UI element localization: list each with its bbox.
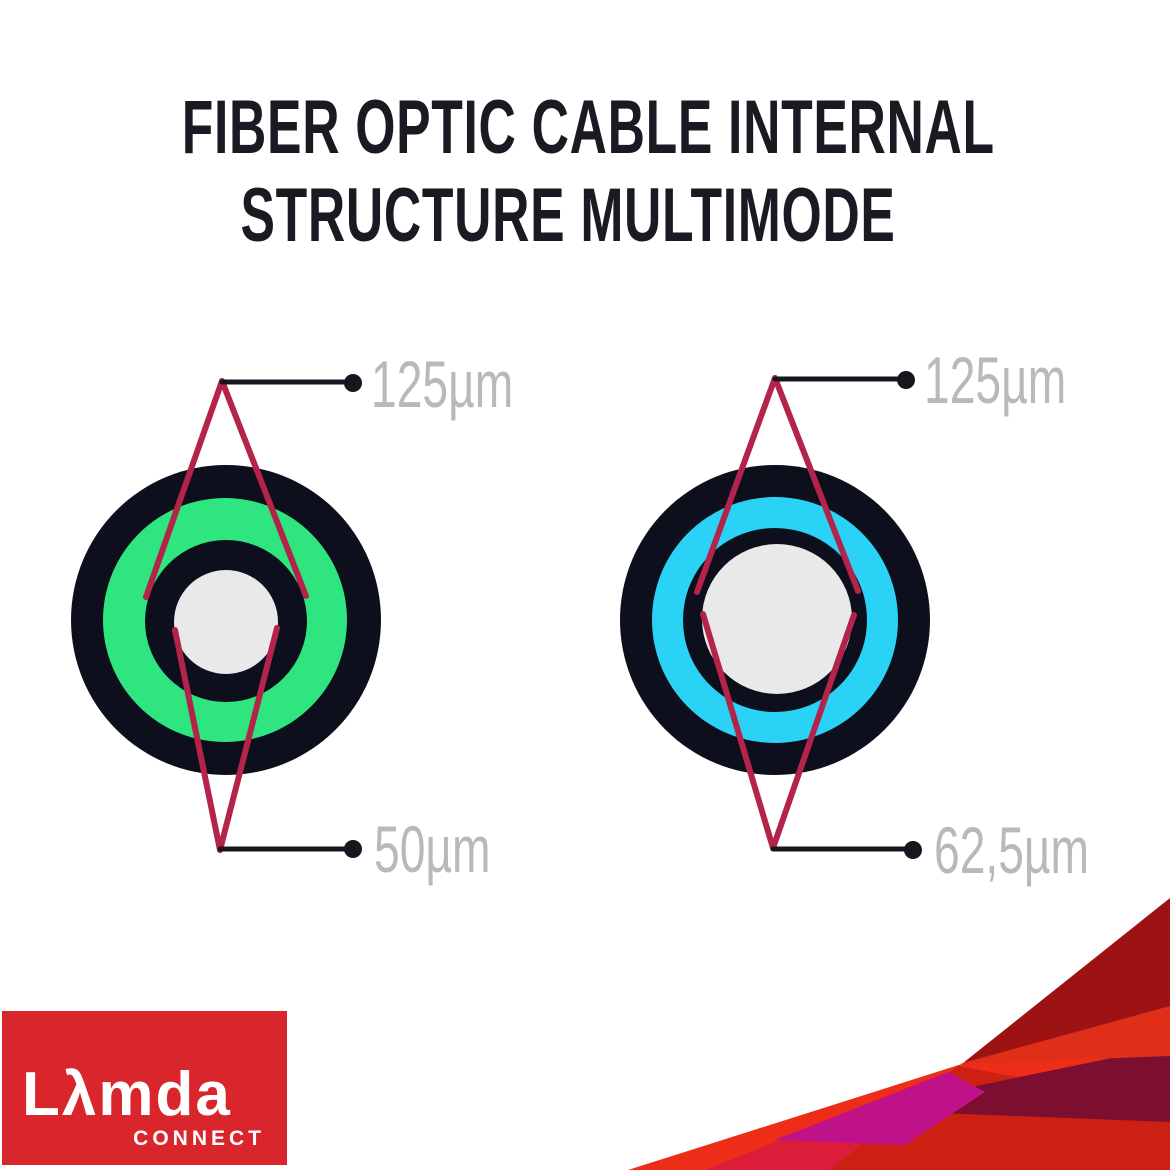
corner-decoration xyxy=(628,898,1170,1170)
measure-line-core-right xyxy=(217,625,280,853)
callout-dot-core xyxy=(344,840,362,858)
brand-logo: Lλmda CONNECT xyxy=(2,1011,287,1165)
measure-line-cladding-right xyxy=(219,378,309,599)
measure-line-cladding-left xyxy=(694,375,778,595)
core-circle xyxy=(174,570,278,674)
measure-line-core-right xyxy=(770,612,857,851)
measure-line-cladding-right xyxy=(772,375,861,594)
corner-accent-magenta xyxy=(775,1072,985,1145)
callout-dot-core xyxy=(904,841,922,859)
brand-logo-tagline: CONNECT xyxy=(133,1127,265,1150)
corner-accent-dark-red xyxy=(963,898,1170,1063)
measure-line-cladding-left xyxy=(143,378,225,600)
label-cladding-right-diagram: 125µm xyxy=(924,343,1067,417)
page-title-line-1: FIBER OPTIC CABLE INTERNAL xyxy=(181,85,995,170)
core-circle xyxy=(702,544,852,694)
label-cladding-left-diagram: 125µm xyxy=(371,347,514,421)
page-title-line-2: STRUCTURE MULTIMODE xyxy=(240,173,896,258)
callout-dot-cladding xyxy=(897,371,915,389)
callout-dot-cladding xyxy=(344,374,362,392)
measure-line-core-left xyxy=(700,611,776,851)
label-core-left-diagram: 50µm xyxy=(374,812,491,886)
fiber-diagram-left xyxy=(71,374,381,858)
fiber-diagram-right xyxy=(620,371,930,859)
measure-line-core-left xyxy=(172,627,223,853)
brand-logo-wordmark: Lλmda xyxy=(22,1060,232,1129)
label-core-right-diagram: 62,5µm xyxy=(934,813,1090,887)
